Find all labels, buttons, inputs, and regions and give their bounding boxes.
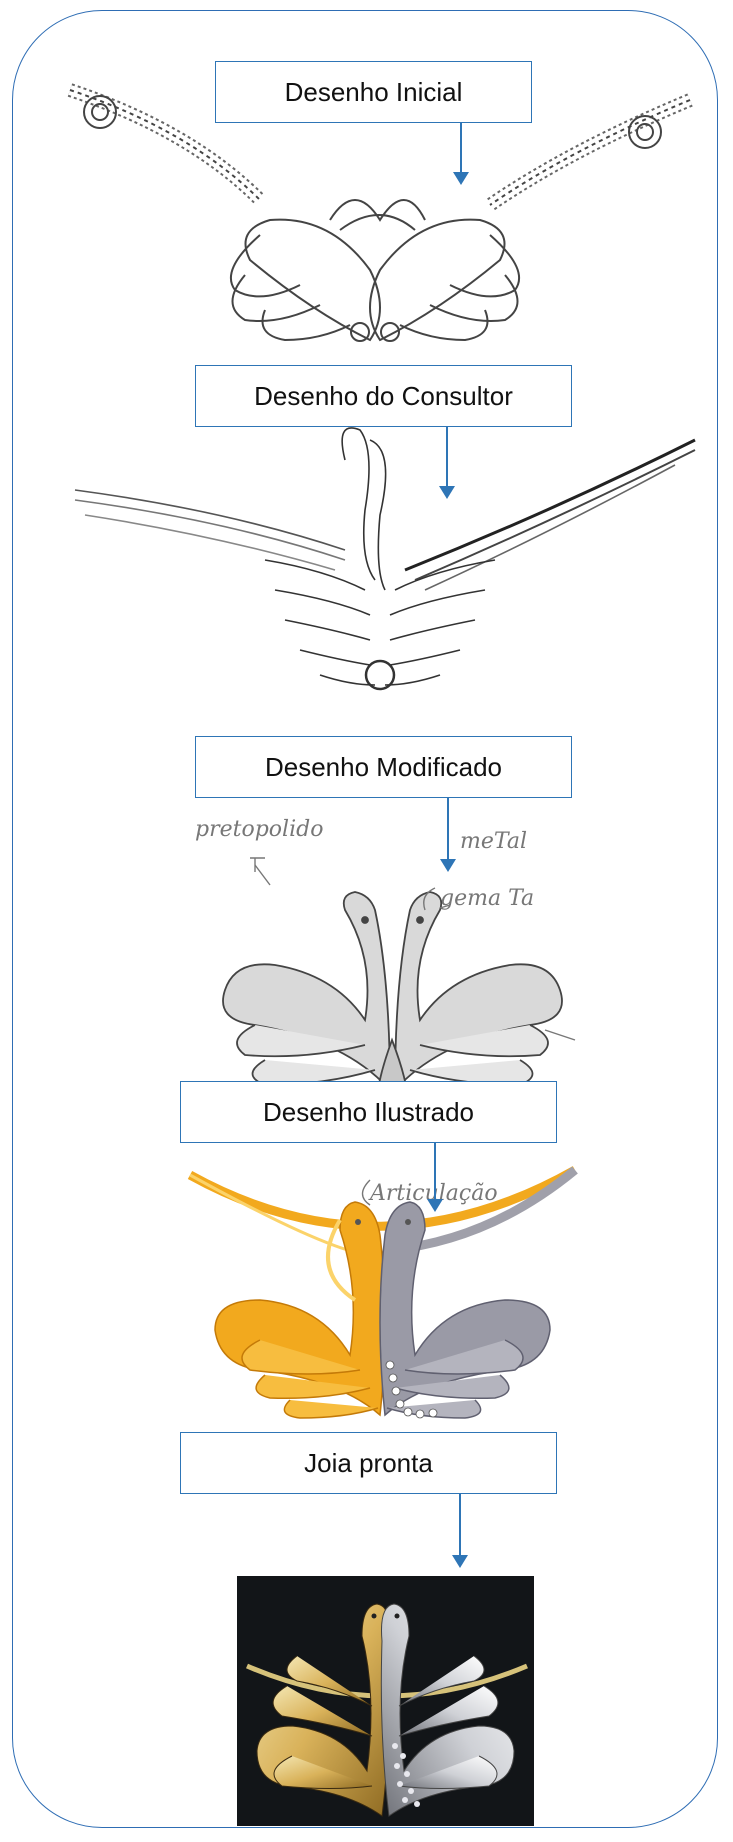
finished-jewel-photo: [237, 1576, 534, 1826]
arrow-3: [447, 798, 449, 860]
step-label-finished: Joia pronta: [180, 1432, 557, 1494]
arrow-1: [460, 123, 462, 173]
note-metal: meTal: [460, 829, 527, 854]
arrow-5: [459, 1494, 461, 1556]
step-label-modified: Desenho Modificado: [195, 736, 572, 798]
consultant-sketch: [75, 420, 695, 710]
step-label-consultant: Desenho do Consultor: [195, 365, 572, 427]
arrow-2: [446, 427, 448, 487]
step-label-illustrated: Desenho Ilustrado: [180, 1081, 557, 1143]
note-gemata: gema Ta: [440, 886, 534, 911]
note-preto-polido: pretopolido: [195, 817, 323, 842]
step-label-initial: Desenho Inicial: [215, 61, 532, 123]
illustrated-drawing: [190, 1130, 575, 1425]
arrow-4: [434, 1143, 436, 1200]
